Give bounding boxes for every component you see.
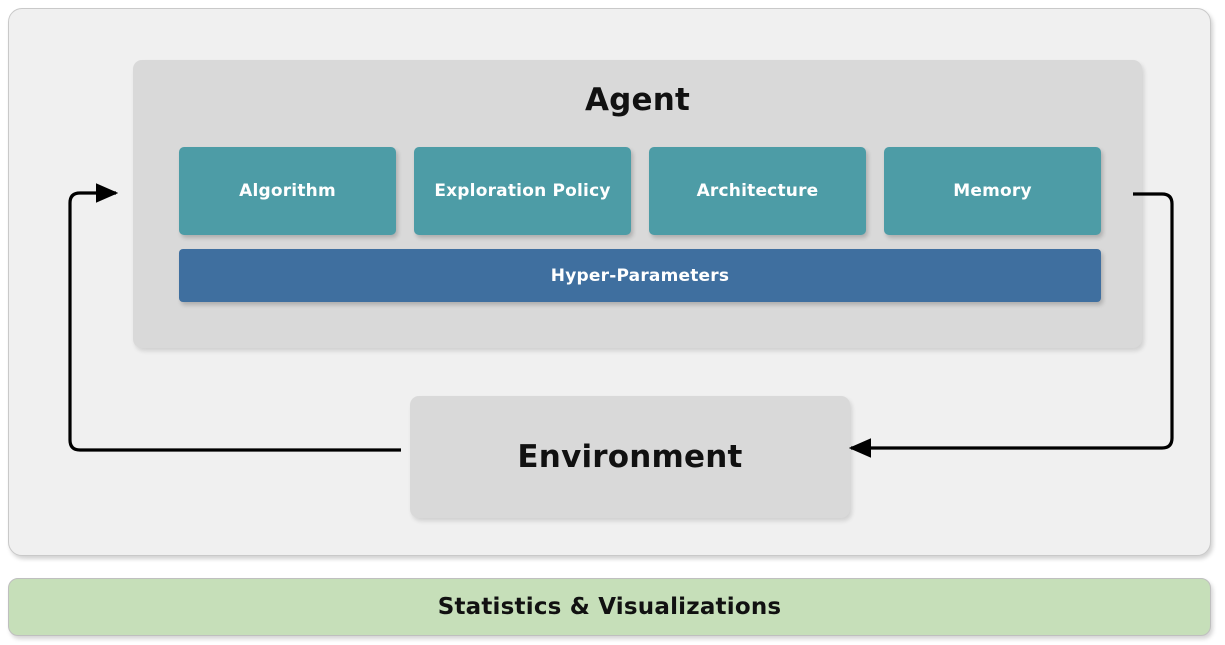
component-memory-label: Memory (953, 181, 1032, 201)
environment-label: Environment (517, 439, 743, 475)
component-algorithm-label: Algorithm (239, 181, 336, 201)
hyper-parameters-label: Hyper-Parameters (550, 265, 730, 286)
component-exploration-policy[interactable]: Exploration Policy (414, 147, 631, 235)
environment-container[interactable]: Environment (410, 396, 850, 518)
agent-title: Agent (584, 82, 691, 118)
component-exploration-policy-label: Exploration Policy (434, 181, 611, 201)
rl-loop-panel: Agent Algorithm Exploration Policy Archi… (8, 8, 1211, 556)
statistics-visualizations-bar[interactable]: Statistics & Visualizations (8, 578, 1211, 636)
agent-component-row: Algorithm Exploration Policy Architectur… (179, 147, 1101, 235)
agent-container[interactable]: Agent Algorithm Exploration Policy Archi… (133, 60, 1142, 348)
statistics-visualizations-label: Statistics & Visualizations (437, 594, 782, 620)
hyper-parameters-bar[interactable]: Hyper-Parameters (179, 249, 1101, 302)
component-architecture-label: Architecture (696, 181, 819, 201)
component-architecture[interactable]: Architecture (649, 147, 866, 235)
component-algorithm[interactable]: Algorithm (179, 147, 396, 235)
component-memory[interactable]: Memory (884, 147, 1101, 235)
